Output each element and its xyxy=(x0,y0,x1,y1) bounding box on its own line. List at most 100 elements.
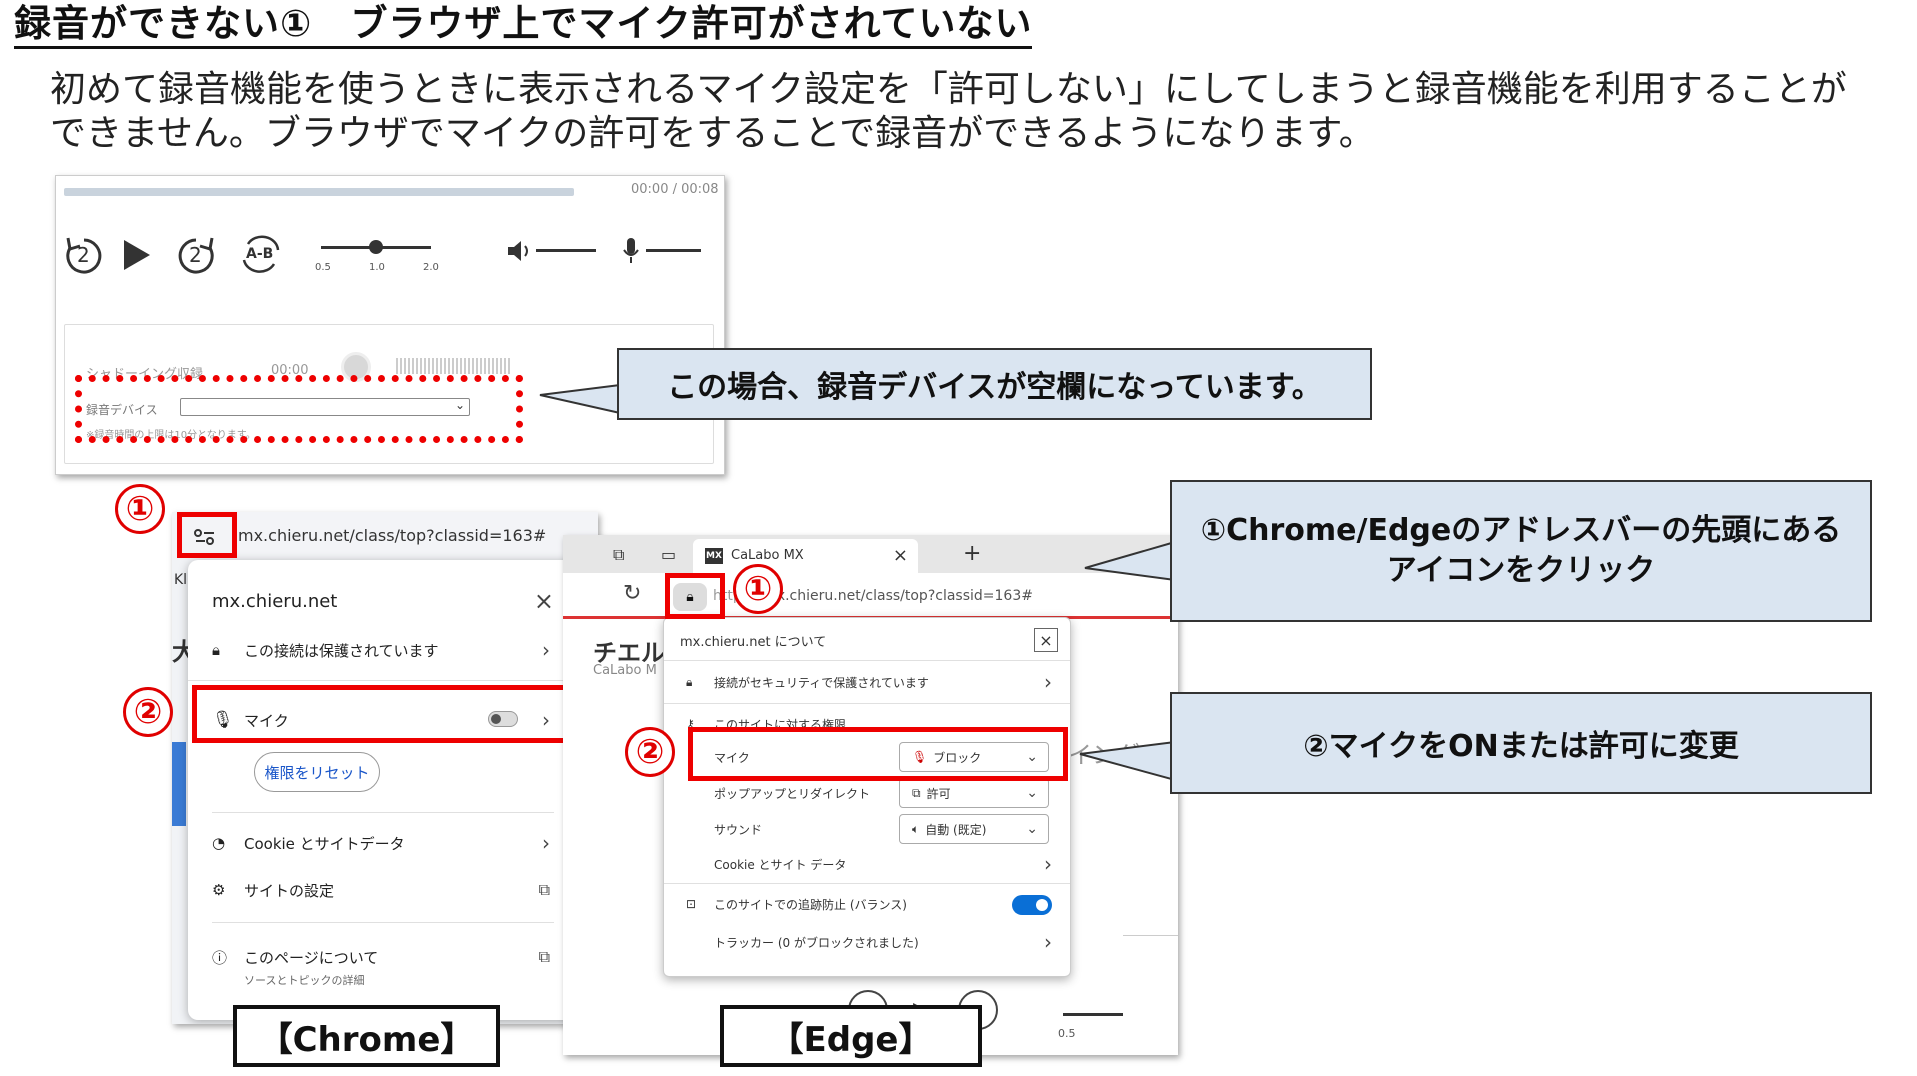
edge-tracking-label: このサイトでの追跡防止 (バランス) xyxy=(714,897,907,912)
divider xyxy=(212,812,554,813)
callout-step2: ②マイクをONまたは許可に変更 xyxy=(1170,692,1872,794)
site-info-icon[interactable] xyxy=(192,526,218,548)
time-limit-note: ※録音時間の上限は10分となります。 xyxy=(86,430,256,441)
lock-icon: 🔒︎ xyxy=(686,674,693,689)
edge-sound-select[interactable]: 🔈︎ 自動 (既定) ⌄ xyxy=(899,814,1049,844)
device-highlight xyxy=(75,375,523,443)
chevron-right-icon: › xyxy=(1044,930,1052,954)
chrome-mic-item[interactable]: 🎙︎ マイク › xyxy=(188,705,578,735)
external-link-icon: ⧉ xyxy=(538,880,550,899)
edge-bg-text-1: チエル xyxy=(593,639,665,667)
device-label: 録音デバイス xyxy=(86,403,158,417)
info-icon: ⓘ xyxy=(212,948,228,967)
edge-step2-highlight xyxy=(688,727,1068,781)
chrome-url[interactable]: mx.chieru.net/class/top?classid=163# xyxy=(238,526,547,545)
refresh-icon[interactable]: ↻ xyxy=(623,581,642,606)
edge-connection-item[interactable]: 🔒︎ 接続がセキュリティで保護されています › xyxy=(664,668,1070,696)
chevron-right-icon: › xyxy=(542,831,550,855)
tracking-icon: ⊡ xyxy=(686,897,697,911)
chrome-mic-toggle[interactable] xyxy=(488,711,518,727)
chrome-about-page-item[interactable]: ⓘ このページについて ⧉ xyxy=(188,942,578,972)
chrome-cookie-label: Cookie とサイトデータ xyxy=(244,834,405,853)
chevron-down-icon: ⌄ xyxy=(1026,785,1038,801)
volume-slider[interactable] xyxy=(536,249,596,252)
chrome-cookie-item[interactable]: ◔ Cookie とサイトデータ › xyxy=(188,828,578,858)
close-icon[interactable]: × xyxy=(533,587,554,615)
edge-cookie-item[interactable]: Cookie とサイト データ › xyxy=(664,850,1070,878)
reset-permissions-button[interactable]: 権限をリセット xyxy=(254,752,380,792)
mic-off-icon: 🎙︎ xyxy=(212,710,234,730)
edge-badge-1: ① xyxy=(733,564,783,614)
chrome-site-settings-label: サイトの設定 xyxy=(244,881,335,900)
waveform xyxy=(396,358,511,374)
edge-lock-icon[interactable]: 🔒︎ xyxy=(673,583,707,611)
chrome-bg-text-1: Kl xyxy=(174,572,188,588)
callout-pointer-3 xyxy=(1079,740,1176,782)
popup-icon: ⧉ xyxy=(912,785,921,800)
edge-sound-value: 自動 (既定) xyxy=(925,822,987,837)
edge-trackers-item[interactable]: トラッカー (0 がブロックされました) › xyxy=(664,928,1070,956)
speed-tick-0: 0.5 xyxy=(315,262,331,273)
callout-step1: ①Chrome/Edgeのアドレスバーの先頭にある アイコンをクリック xyxy=(1170,480,1872,622)
edge-step1-highlight xyxy=(665,573,725,619)
mic-blocked-icon: 🎙︎ xyxy=(912,750,928,764)
speaker-icon: 🔈︎ xyxy=(912,821,920,836)
edge-sound-label: サウンド xyxy=(714,822,763,837)
divider xyxy=(212,922,554,923)
new-tab-icon[interactable]: + xyxy=(963,541,982,566)
edge-mic-select[interactable]: 🎙︎ ブロック ⌄ xyxy=(899,742,1049,772)
divider xyxy=(664,660,1070,661)
play-icon[interactable] xyxy=(122,238,152,276)
edge-tab[interactable]: MX CaLabo MX × xyxy=(693,539,918,573)
edge-bg-speed: 0.5 xyxy=(1058,1027,1076,1040)
speed-tick-2: 2.0 xyxy=(423,262,439,273)
description-line-1: 初めて録音機能を使うときに表示されるマイク設定を「許可しない」にしてしまうと録音… xyxy=(50,69,1847,110)
divider xyxy=(1123,935,1178,936)
chrome-badge-1: ① xyxy=(115,484,165,534)
divider xyxy=(664,703,1070,704)
cookie-icon: ◔ xyxy=(212,834,226,852)
tab-close-icon[interactable]: × xyxy=(892,545,908,566)
edge-connection-label: 接続がセキュリティで保護されています xyxy=(714,675,929,690)
chrome-connection-item[interactable]: 🔒︎ この接続は保護されています › xyxy=(188,635,578,665)
chrome-step1-highlight xyxy=(177,512,237,558)
callout-empty-device: この場合、録音デバイスが空欄になっています。 xyxy=(617,348,1372,420)
ab-repeat-icon[interactable]: A-B xyxy=(234,234,286,278)
lock-icon: 🔒︎ xyxy=(212,641,220,659)
edge-popup-label: ポップアップとリダイレクト xyxy=(714,786,871,801)
seek-bar[interactable] xyxy=(64,188,574,196)
microphone-icon[interactable] xyxy=(621,236,641,270)
edge-popup-select[interactable]: ⧉ 許可 ⌄ xyxy=(899,778,1049,808)
callout-step1-line1: ①Chrome/Edgeのアドレスバーの先頭にある xyxy=(1200,513,1842,548)
chrome-site-name: mx.chieru.net × xyxy=(188,586,578,616)
tab-actions-icon[interactable]: ▭ xyxy=(661,545,677,564)
chevron-down-icon: ⌄ xyxy=(1026,749,1038,765)
workspaces-icon[interactable]: ⧉ xyxy=(613,545,625,564)
chevron-right-icon: › xyxy=(1044,852,1052,876)
time-display: 00:00 / 00:08 xyxy=(631,182,719,197)
edge-screenshot: ⧉ ▭ MX CaLabo MX × + ↻ 🔒︎ https://mx.chi… xyxy=(563,535,1178,1055)
gear-icon: ⚙ xyxy=(212,881,226,899)
device-select[interactable]: ⌄ xyxy=(180,398,470,416)
chrome-label: 【Chrome】 xyxy=(233,1005,500,1067)
chrome-site-settings-item[interactable]: ⚙ サイトの設定 ⧉ xyxy=(188,875,578,905)
edge-popup-item: ポップアップとリダイレクト ⧉ 許可 ⌄ xyxy=(664,776,1070,810)
chrome-address-bar[interactable] xyxy=(172,512,598,558)
chrome-about-sub: ソースとトピックの詳細 xyxy=(244,974,365,987)
close-icon[interactable]: × xyxy=(1034,628,1058,652)
speed-tick-1: 1.0 xyxy=(369,262,385,273)
shadowing-time: 00:00 xyxy=(271,363,309,378)
edge-tracking-toggle[interactable] xyxy=(1012,895,1052,915)
edge-cookie-label: Cookie とサイト データ xyxy=(714,857,847,872)
edge-bg-text-2: CaLabo M xyxy=(593,663,657,678)
speed-slider-handle[interactable] xyxy=(369,240,383,254)
volume-icon[interactable] xyxy=(506,238,534,268)
edge-badge-2: ② xyxy=(625,727,675,777)
chrome-connection-label: この接続は保護されています xyxy=(244,641,439,660)
rewind-icon[interactable]: 2 xyxy=(62,234,106,278)
edge-tracking-item: ⊡ このサイトでの追跡防止 (バランス) xyxy=(664,890,1070,918)
forward-icon[interactable]: 2 xyxy=(174,234,218,278)
edge-label: 【Edge】 xyxy=(720,1005,982,1067)
mic-level-slider[interactable] xyxy=(646,249,701,252)
edge-mic-item: マイク 🎙︎ ブロック ⌄ xyxy=(664,740,1070,774)
